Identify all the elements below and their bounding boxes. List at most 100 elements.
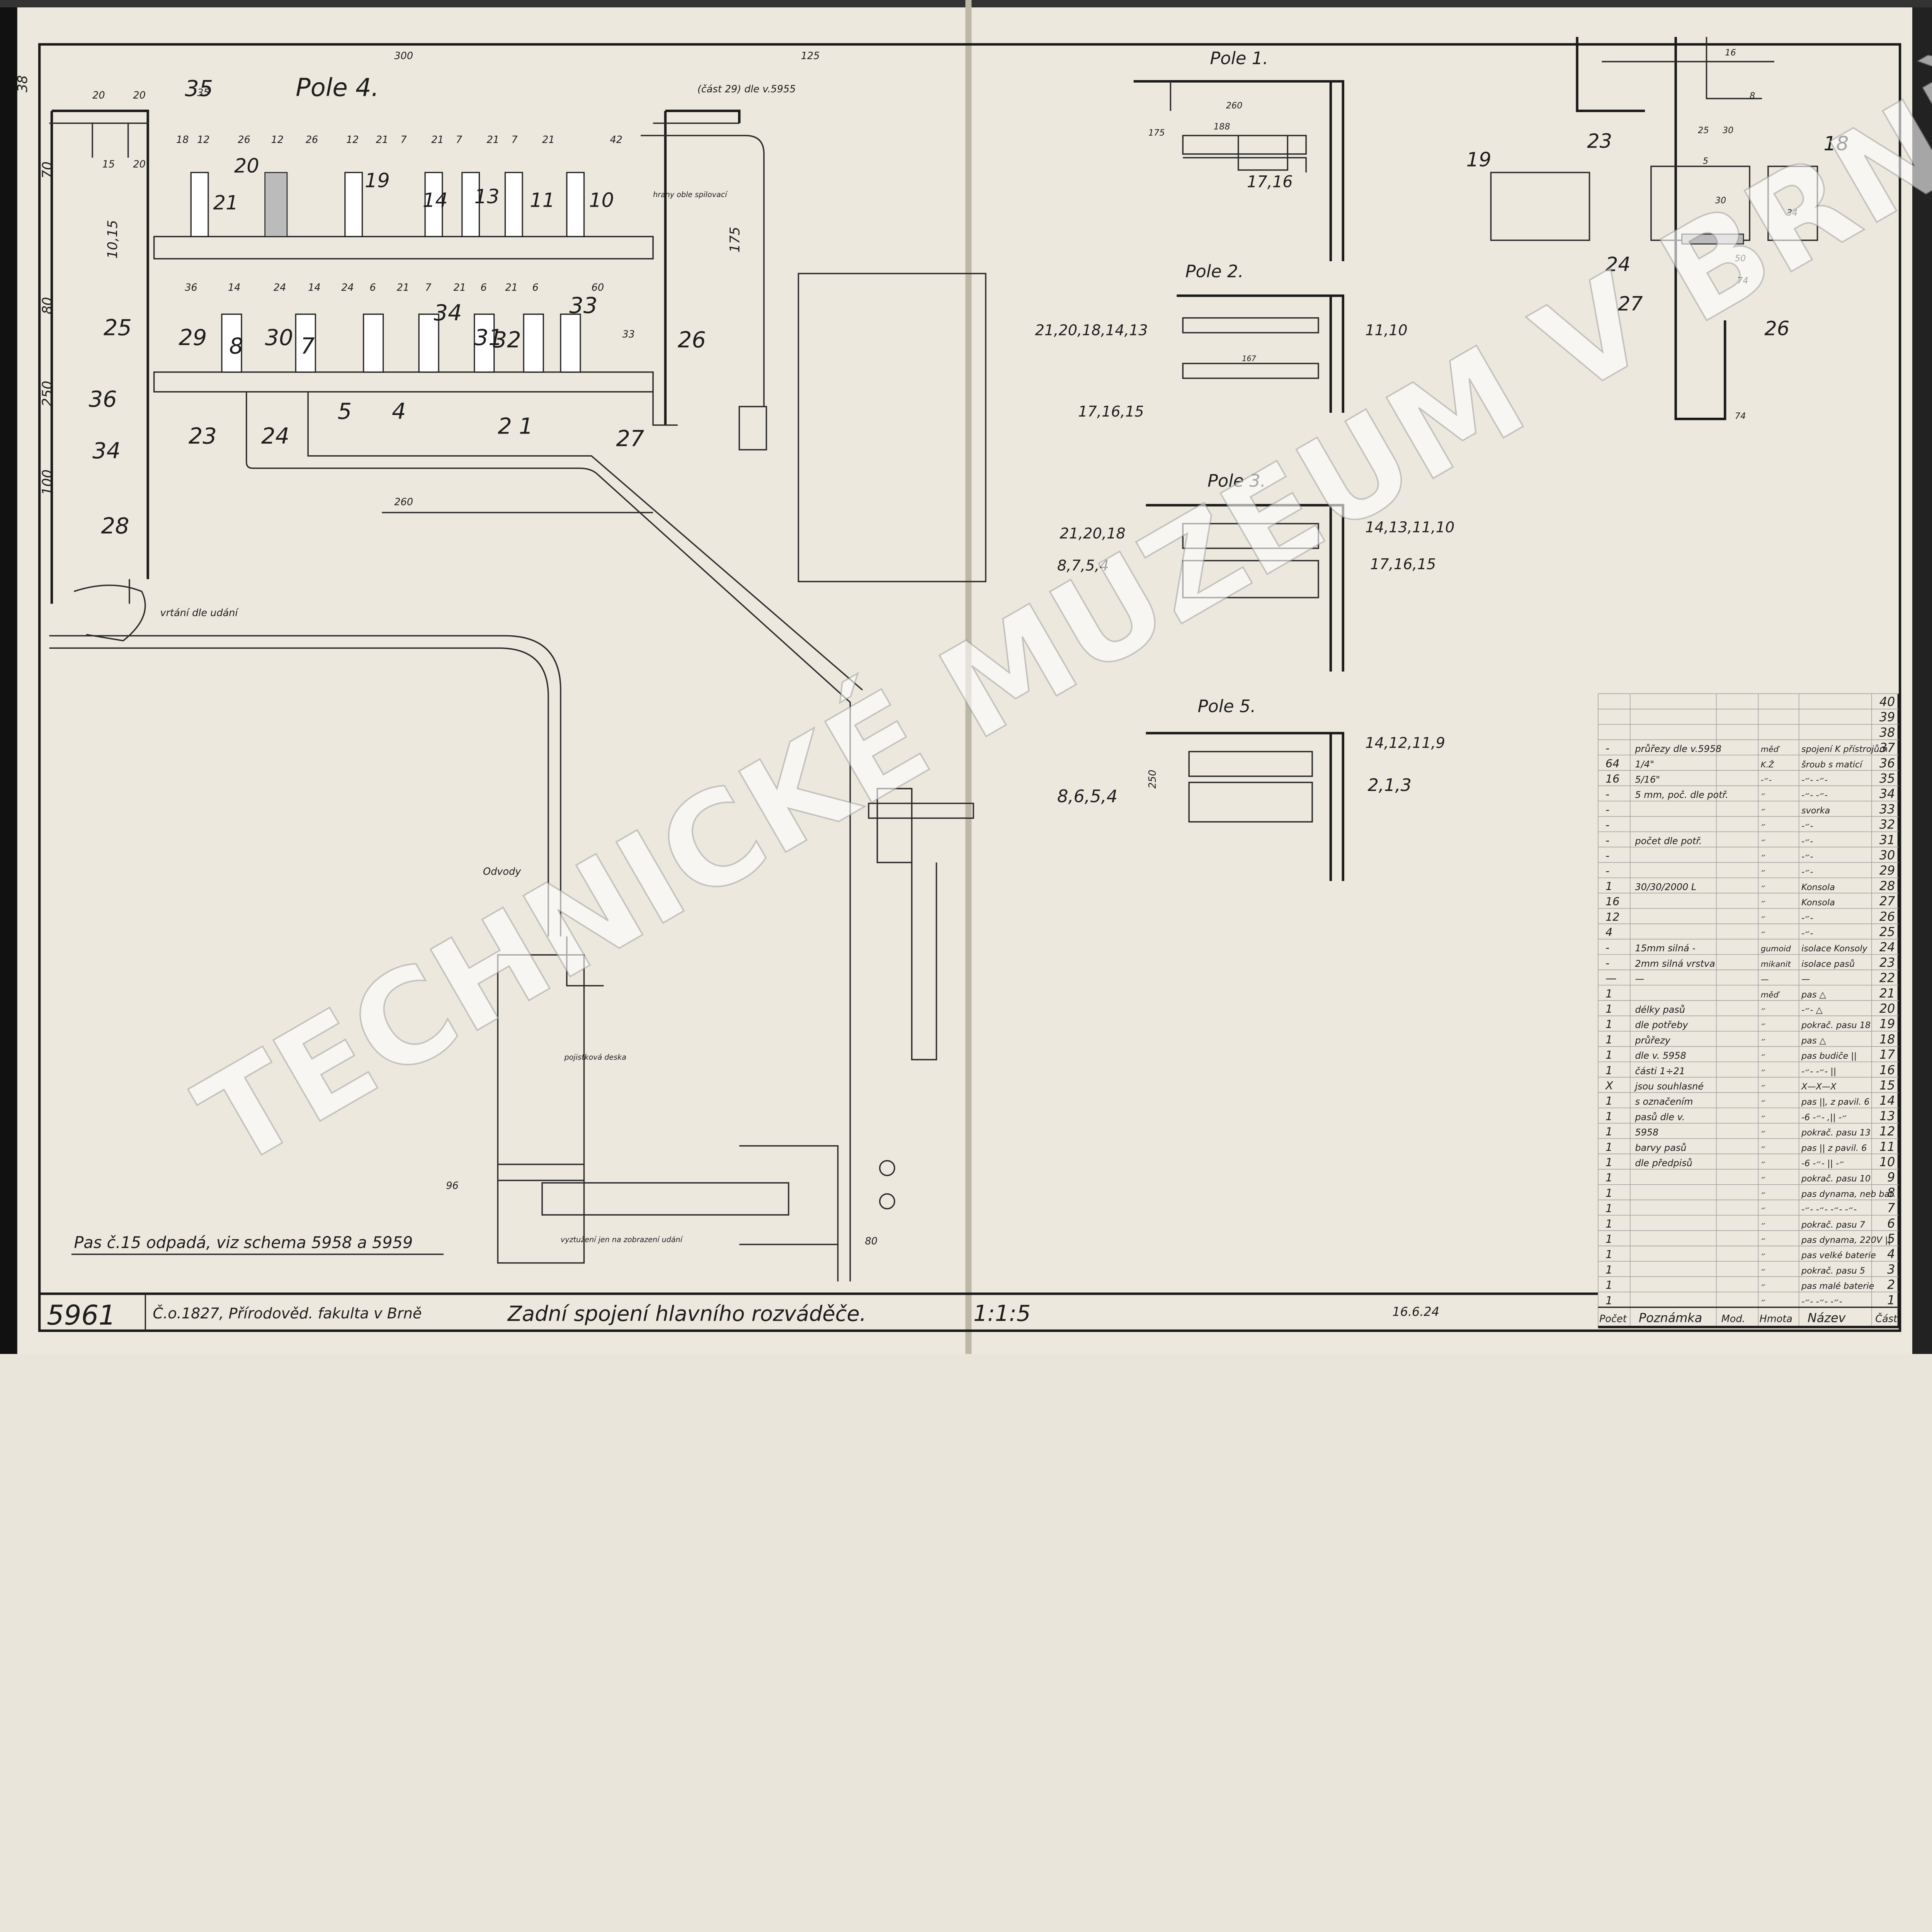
cell-nazev: X—X—X — [1801, 1082, 1837, 1092]
cell-pocet: - — [1605, 864, 1609, 878]
cell-cast: 22 — [1879, 971, 1895, 985]
pole-2-title: Pole 2. — [1185, 261, 1244, 281]
pole-2-drawing — [1177, 294, 1344, 413]
cell-hmota: ״ — [1761, 1189, 1766, 1199]
dimension-label: 10,15 — [105, 220, 121, 259]
cell-hmota: ״ — [1761, 867, 1766, 877]
cell-pocet: 1 — [1605, 1217, 1612, 1230]
cell-hmota: ״ — [1761, 1113, 1766, 1122]
dimension-label: 21 — [542, 134, 554, 146]
cell-poznamka: dle potřeby — [1635, 1020, 1689, 1031]
part-number: 2 1 — [498, 413, 533, 439]
cell-cast: 2 — [1887, 1277, 1895, 1292]
dimension-label: 36 — [185, 282, 197, 294]
cell-cast: 34 — [1879, 786, 1895, 801]
cell-hmota: měď — [1761, 745, 1780, 754]
cell-cast: 3 — [1887, 1262, 1895, 1277]
part-number: 36 — [89, 386, 117, 412]
dimension-label: 14 — [308, 282, 320, 294]
dimension-label: 250 — [39, 381, 55, 406]
cell-cast: 38 — [1879, 725, 1895, 740]
part-numbers: 11,10 — [1365, 321, 1408, 339]
table-row: 1״pas dynama, 220V ||5 — [1605, 1231, 1895, 1246]
cell-pocet: - — [1605, 941, 1609, 954]
part-number: 32 — [493, 327, 521, 353]
dimension-label: 20 — [133, 159, 145, 170]
pole-4-title: Pole 4. — [296, 74, 379, 102]
cell-nazev: pas velké baterie — [1801, 1250, 1876, 1260]
cell-poznamka: dle v. 5958 — [1635, 1050, 1686, 1061]
annotation: pojistková deska — [564, 1053, 626, 1061]
cell-hmota: měď — [1761, 990, 1780, 999]
cell-pocet: 1 — [1605, 1171, 1612, 1184]
dimension-label: 20 — [92, 90, 105, 101]
cell-pocet: 1 — [1605, 1140, 1612, 1153]
cell-nazev: Konsola — [1801, 882, 1835, 892]
dimension-label: 26 — [238, 134, 250, 146]
table-header: Název — [1808, 1311, 1846, 1325]
cell-pocet: - — [1605, 849, 1609, 862]
table-row: 1״-״- -״- -״- -״-7 — [1605, 1201, 1895, 1215]
busbar — [560, 313, 581, 373]
drawing-date: 16.6.24 — [1392, 1304, 1439, 1319]
cell-cast: 16 — [1879, 1063, 1895, 1077]
part-number: 24 — [1605, 253, 1631, 276]
cell-nazev: isolace pasů — [1801, 959, 1855, 969]
cell-cast: 30 — [1879, 848, 1895, 862]
cell-hmota: ״ — [1761, 1128, 1766, 1138]
cell-pocet: 1 — [1605, 1002, 1612, 1015]
annotation: 80 — [865, 1236, 878, 1247]
cell-cast: 12 — [1879, 1124, 1895, 1139]
cell-poznamka: části 1÷21 — [1635, 1066, 1685, 1077]
dimension-label: 260 — [394, 496, 413, 508]
table-row: 4״-״-25 — [1605, 925, 1895, 939]
cell-cast: 15 — [1879, 1078, 1895, 1093]
part-number: 27 — [1618, 293, 1643, 316]
part-number: 27 — [616, 425, 644, 451]
cell-cast: 24 — [1879, 940, 1895, 954]
cell-hmota: ״ — [1761, 1159, 1766, 1168]
cell-nazev: pas △ — [1801, 990, 1827, 1000]
dimension-label: 300 — [394, 50, 413, 62]
part-number: 13 — [474, 185, 500, 208]
cell-cast: 33 — [1879, 802, 1895, 816]
cell-nazev: Konsola — [1801, 898, 1835, 908]
busbar — [418, 313, 439, 373]
cell-nazev: pas ||, z pavil. 6 — [1801, 1097, 1869, 1107]
dimension-label: 74 — [1735, 411, 1746, 421]
cell-nazev: pokrač. pasu 7 — [1801, 1220, 1865, 1230]
table-row: 12״-״-26 — [1605, 909, 1895, 924]
cell-hmota: ״ — [1761, 1174, 1766, 1184]
pole-5-title: Pole 5. — [1197, 696, 1256, 716]
cell-nazev: pokrač. pasu 10 — [1801, 1174, 1871, 1184]
cell-poznamka: s označením — [1635, 1096, 1693, 1107]
annotation: (část 29) dle v.5955 — [697, 83, 796, 95]
dimension-label: 7 — [456, 134, 462, 146]
drawing-scale: 1:1:5 — [973, 1300, 1031, 1326]
cell-hmota: ״ — [1761, 883, 1766, 892]
dimension-label: 7 — [425, 282, 431, 294]
cell-cast: 18 — [1879, 1032, 1895, 1046]
cell-pocet: - — [1605, 742, 1609, 755]
dimension-label: 6 — [532, 282, 539, 294]
cell-poznamka: 1/4" — [1635, 759, 1654, 770]
dimension-label: 24 — [341, 282, 354, 294]
part-numbers: 2,1,3 — [1368, 775, 1412, 795]
table-header: Mod. — [1721, 1313, 1745, 1325]
cell-hmota: ״ — [1761, 1082, 1766, 1092]
busbars-bottom — [221, 313, 581, 373]
cell-cast: 28 — [1879, 878, 1895, 893]
dimension-label: 25 — [1698, 125, 1709, 135]
part-number: 11 — [530, 189, 555, 212]
cell-hmota: ״ — [1761, 929, 1766, 938]
